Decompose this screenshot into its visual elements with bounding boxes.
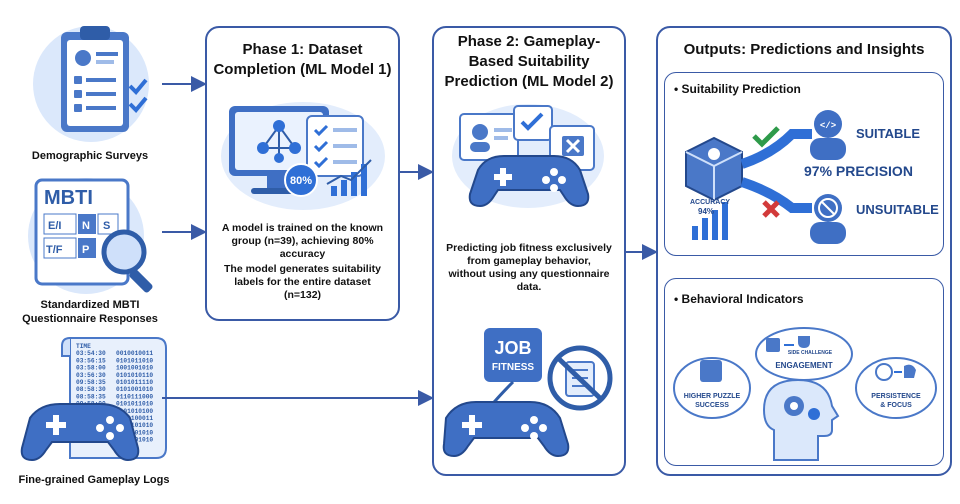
- suitability-illustration: </> ACCURACY 94% SUITABLE 97% PRECISION …: [685, 110, 939, 244]
- phase1-text1-line1: A model is trained on the known: [221, 222, 384, 234]
- precision-label: 97% PRECISION: [804, 163, 913, 179]
- demographic-survey-illustration: [26, 14, 156, 144]
- gameplay-logs-label: Fine-grained Gameplay Logs: [18, 474, 170, 486]
- behavioral-header: • Behavioral Indicators: [674, 292, 804, 306]
- job-sign-text: JOB: [494, 338, 531, 358]
- svg-text:HIGHER PUZZLE: HIGHER PUZZLE: [684, 393, 741, 400]
- suitability-header: • Suitability Prediction: [674, 82, 801, 96]
- mbti-label-line2: Questionnaire Responses: [22, 313, 158, 325]
- accuracy-value: 94%: [698, 207, 714, 216]
- phase2-text-line2: from gameplay behavior,: [467, 255, 591, 267]
- log-bits: 0110111000: [116, 393, 153, 400]
- check-icon: [752, 126, 780, 148]
- mbti-cell-text: N: [82, 220, 90, 232]
- phase1-title-line2: Completion (ML Model 1): [213, 61, 392, 78]
- log-time: 03:56:15: [76, 357, 106, 364]
- log-bits: 0010010011: [116, 350, 153, 357]
- clock-icon: [875, 363, 893, 381]
- mbti-cell-text: S: [103, 220, 110, 232]
- job-fitness-gamepad-icon: JOB FITNESS: [442, 328, 613, 458]
- phase1-text2-line2: labels for the entire dataset: [234, 276, 371, 288]
- list-icon: [766, 338, 780, 352]
- unsuitable-label: UNSUITABLE: [856, 202, 939, 217]
- persistence-cloud: PERSISTENCE & FOCUS: [855, 357, 937, 419]
- person-blocked-icon: [810, 194, 846, 244]
- monitor-network-icon: 80%: [221, 102, 385, 210]
- profile-gamepad-icon: [452, 104, 604, 208]
- phase1-title-line1: Phase 1: Dataset: [242, 41, 363, 58]
- puzzle-icon: [700, 360, 722, 382]
- svg-text:PERSISTENCE: PERSISTENCE: [871, 393, 921, 400]
- no-questionnaire-icon: [547, 345, 613, 411]
- log-bits: 0110101010: [116, 422, 153, 429]
- log-bits: 1100100011: [116, 415, 153, 422]
- phase2-title-line2: Based Suitability: [468, 53, 590, 70]
- accuracy-bars-icon: [692, 202, 728, 240]
- mbti-cell-text: P: [82, 244, 89, 256]
- log-time: 03:58:00: [76, 365, 106, 372]
- trophy-icon: [798, 336, 810, 348]
- log-time: 08:58:35: [76, 393, 106, 400]
- svg-text:& FOCUS: & FOCUS: [880, 402, 912, 409]
- phase2-text-line4: data.: [516, 281, 542, 293]
- log-bits: 0101010110: [116, 372, 153, 379]
- phase2-text-line1: Predicting job fitness exclusively: [446, 242, 612, 254]
- phase1-text2-line3: (n=132): [283, 289, 322, 301]
- phase1-text2-line1: The model generates suitability: [224, 263, 381, 275]
- engagement-cloud: SIDE CHALLENGE ENGAGEMENT: [755, 327, 853, 381]
- log-bits: 0101010100: [116, 408, 153, 415]
- mbti-card-header: MBTI: [44, 187, 93, 209]
- phase2-text-line3: without using any questionnaire: [448, 268, 610, 280]
- mbti-illustration: MBTI E/I N S T/F P: [24, 174, 164, 294]
- log-bits: 0101011110: [116, 379, 153, 386]
- svg-text:</>: </>: [820, 121, 836, 131]
- accuracy-badge: 80%: [290, 175, 312, 187]
- clipboard-icon: [33, 26, 149, 142]
- phase2-title-line3: Prediction (ML Model 2): [444, 73, 614, 90]
- svg-text:ENGAGEMENT: ENGAGEMENT: [775, 361, 832, 370]
- accuracy-label: ACCURACY: [690, 199, 730, 206]
- person-code-icon: </>: [810, 110, 846, 160]
- muscle-icon: [904, 364, 916, 378]
- demographic-surveys-label: Demographic Surveys: [31, 150, 149, 162]
- puzzle-cloud: HIGHER PUZZLE SUCCESS: [673, 357, 751, 419]
- mbti-cell-text: E/I: [48, 220, 61, 232]
- svg-text:SUCCESS: SUCCESS: [695, 402, 729, 409]
- log-time: 08:58:30: [76, 386, 106, 393]
- log-time: 09:58:35: [76, 379, 106, 386]
- phase1-illustration: 80%: [215, 96, 390, 211]
- log-time: TIME: [76, 343, 91, 350]
- phase2-title-line1: Phase 2: Gameplay-: [457, 33, 601, 50]
- log-bits: 1001001010: [116, 365, 153, 372]
- log-bits: 0101011010: [116, 357, 153, 364]
- magnifier-icon: [101, 229, 153, 293]
- fitness-sign-text: FITNESS: [492, 362, 535, 373]
- phase1-text1-line3: accuracy: [279, 248, 326, 260]
- phase2-top-illustration: [448, 100, 608, 210]
- log-bits: 0101001010: [116, 386, 153, 393]
- x-icon: [762, 200, 780, 218]
- cube-network-icon: [685, 136, 743, 202]
- phase1-text1-line2: group (n=39), achieving 80%: [231, 235, 374, 247]
- head-gears-icon: [762, 378, 840, 461]
- gamepad-icon: [20, 403, 140, 462]
- log-time: 03:56:30: [76, 372, 106, 379]
- mbti-label-line1: Standardized MBTI: [40, 299, 140, 311]
- suitable-label: SUITABLE: [856, 126, 920, 141]
- mbti-card-icon: MBTI E/I N S T/F P: [28, 178, 153, 294]
- mbti-cell-text: T/F: [46, 244, 63, 256]
- log-time: 03:54:30: [76, 350, 106, 357]
- log-bits: 0101011010: [116, 401, 153, 408]
- outputs-title: Outputs: Predictions and Insights: [683, 41, 925, 58]
- phase2-bottom-illustration: JOB FITNESS: [442, 322, 618, 458]
- svg-text:SIDE CHALLENGE: SIDE CHALLENGE: [788, 350, 833, 356]
- behavioral-illustration: HIGHER PUZZLE SUCCESS SIDE CHALLENGE ENG…: [673, 327, 937, 461]
